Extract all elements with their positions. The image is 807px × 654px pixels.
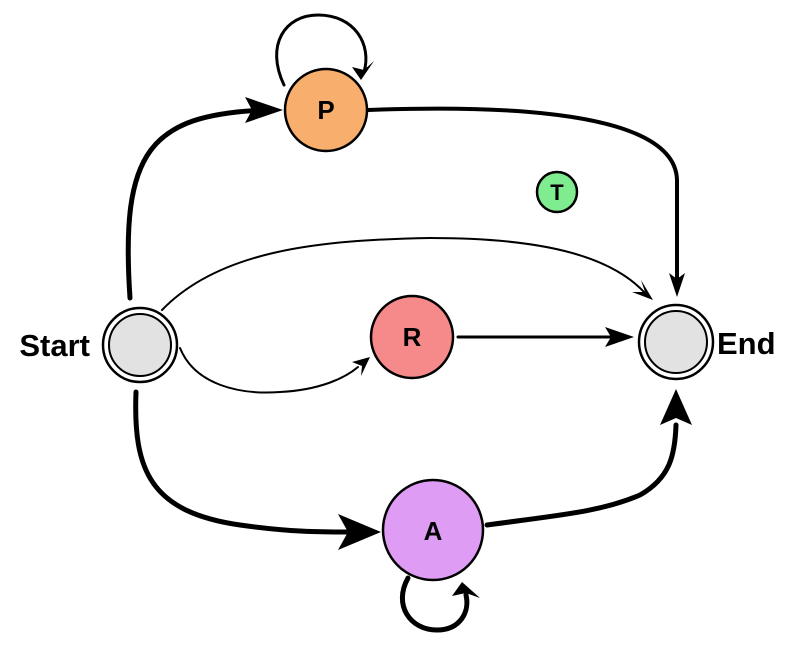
end-node [637,303,715,381]
node-p-label: P [317,95,334,125]
node-t-label: T [550,180,564,205]
start-node [101,306,179,384]
edge-a-self-loop-arrowhead [452,582,480,598]
edge-start-to-end [161,236,646,311]
node-a: A [381,478,485,582]
edge-p-to-end [366,106,679,280]
edge-a-to-end-arrowhead [660,389,692,425]
edge-p-to-end-arrowhead [669,273,685,297]
edge-a-self-loop [400,575,470,633]
node-t: T [535,170,579,214]
edge-start-to-p [125,107,268,301]
edge-p-self-loop-arrowhead [352,61,374,80]
start-label: Start [19,328,90,363]
node-a-label: A [424,516,443,546]
node-r: R [369,294,455,380]
edge-start-to-r [179,347,359,394]
edge-start-to-a-arrowhead [338,514,381,550]
edge-r-to-end-arrowhead [605,327,634,347]
node-p: P [283,67,369,153]
edge-a-to-end [484,422,679,528]
edge-start-to-end-arrowhead [632,280,653,300]
end-label: End [717,326,776,361]
node-r-label: R [403,322,422,352]
edge-start-to-r-arrowhead [352,357,370,376]
edge-start-to-a [133,389,351,535]
edge-start-to-p-arrowhead [245,97,283,123]
edge-p-self-loop [275,13,368,87]
